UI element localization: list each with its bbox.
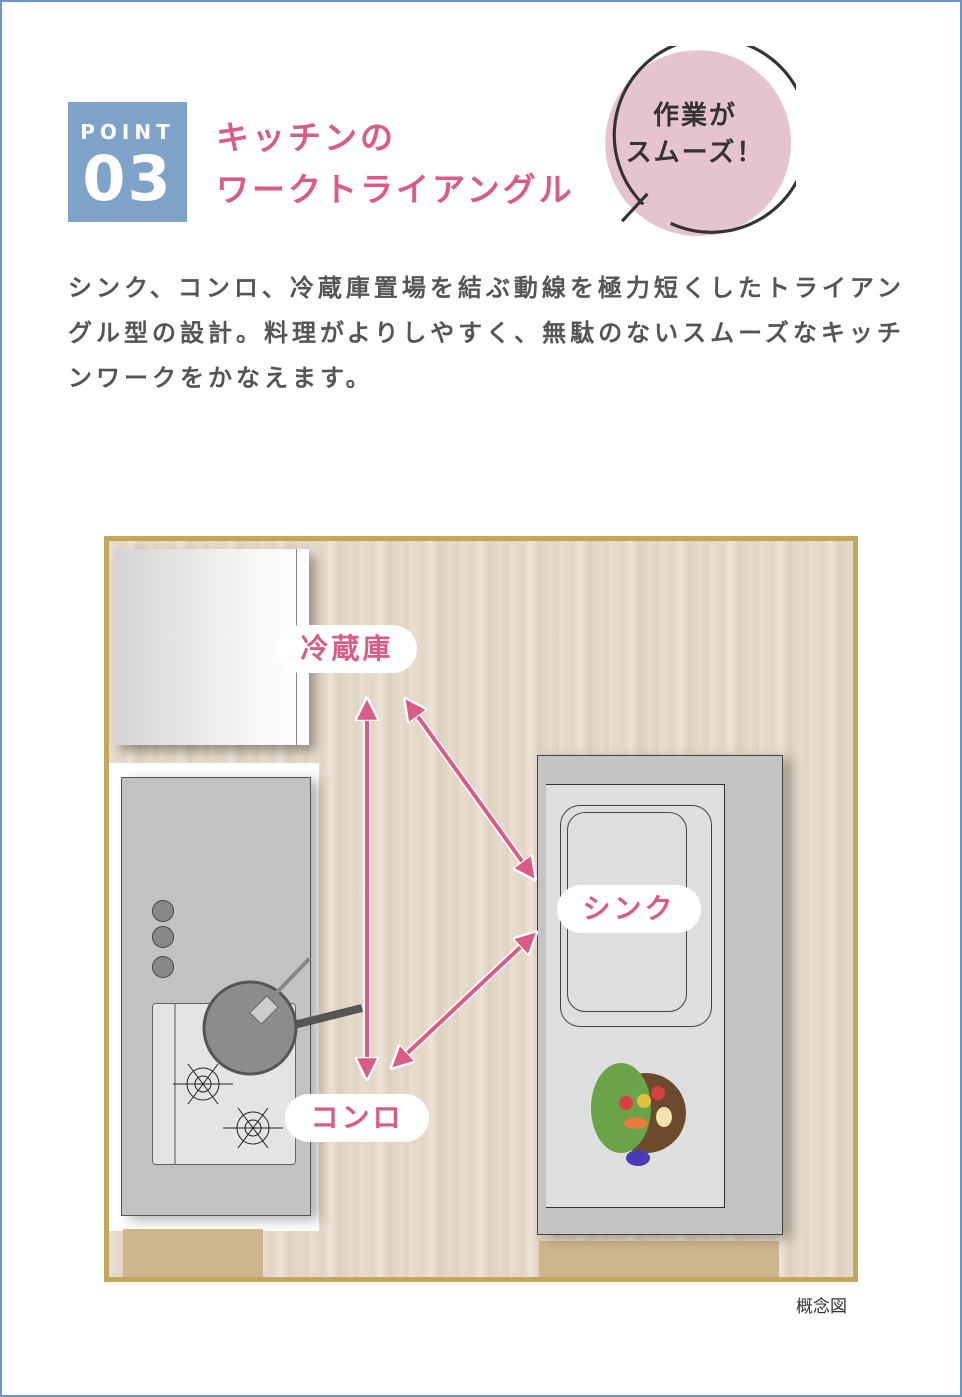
sink-top [546, 784, 725, 1208]
title-line-1: キッチンの [216, 118, 396, 157]
badge-line-1: 作業が [652, 101, 737, 131]
label-fridge: 冷蔵庫 [277, 625, 417, 673]
knob-icon [152, 900, 174, 922]
knob-icon [152, 956, 174, 978]
floor-bottom-left [123, 1229, 263, 1277]
kitchen-floor-plan: 冷蔵庫 シンク コンロ [104, 536, 858, 1282]
section-title: キッチンの ワークトライアングル [216, 112, 575, 216]
point-label: POINT [80, 120, 175, 144]
speech-bubble-icon [605, 46, 796, 236]
knob-icon [152, 926, 174, 948]
burner-icon [173, 1004, 283, 1164]
diagram-caption: 概念図 [796, 1297, 847, 1317]
floor-bottom-right [539, 1241, 779, 1277]
workflow-arrows [109, 541, 858, 1282]
point-number: 03 [82, 142, 173, 215]
description: シンク、コンロ、冷蔵庫置場を結ぶ動線を極力短くしたトライアングル型の設計。料理が… [68, 274, 905, 392]
title-line-2: ワークトライアングル [216, 170, 575, 209]
point-badge: POINT 03 [68, 102, 187, 222]
salad-bowl-icon [591, 1063, 686, 1166]
refrigerator [114, 549, 309, 745]
label-sink: シンク [557, 885, 701, 933]
badge-line-2: スムーズ！ [625, 138, 765, 168]
frying-pan-icon [202, 958, 363, 1076]
label-stove: コンロ [285, 1094, 429, 1142]
badge-text: 作業が スムーズ！ [600, 98, 790, 172]
sink-counter [537, 755, 783, 1235]
stove-counter [109, 763, 363, 1231]
stove-top [121, 777, 363, 1216]
